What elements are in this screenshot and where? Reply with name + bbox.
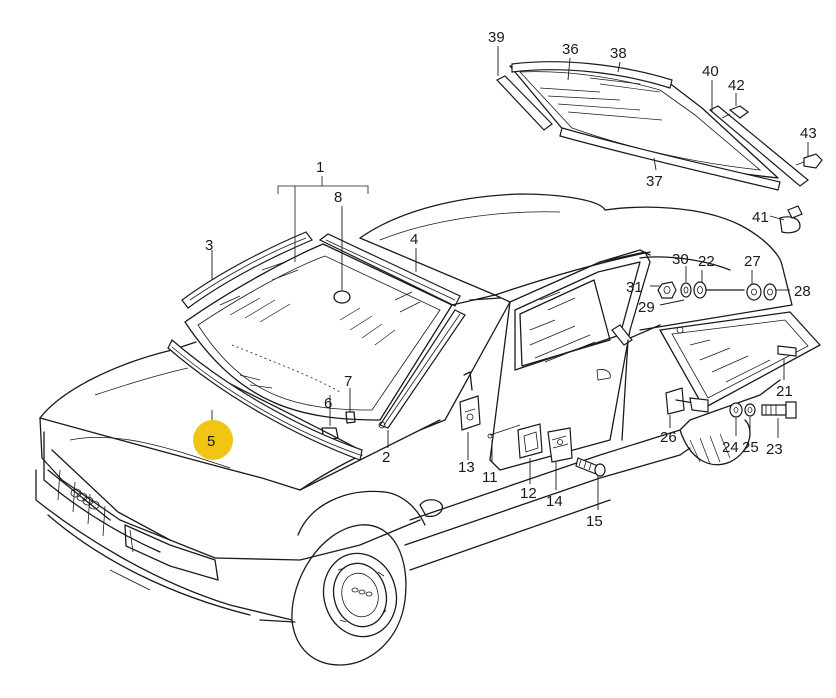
callout-label-23: 23 — [766, 441, 783, 458]
callout-label-26: 26 — [660, 429, 677, 446]
part-5-molding — [167, 339, 363, 461]
part-7-shape — [345, 411, 356, 424]
callout-label-27: 27 — [744, 253, 761, 270]
callout-label-13: 13 — [458, 459, 475, 476]
callout-label-41: 41 — [752, 209, 769, 226]
part-15-screw — [575, 457, 606, 477]
part-27-nut — [746, 283, 762, 301]
part-28-washer — [763, 283, 777, 301]
car-body — [35, 341, 781, 666]
callout-label-8: 8 — [334, 189, 342, 206]
part-3-molding — [181, 231, 313, 309]
callout-label-4: 4 — [410, 231, 418, 248]
callout-label-30: 30 — [672, 251, 689, 268]
part-4-molding — [318, 233, 461, 307]
part-23-bolt — [761, 401, 797, 419]
part-24-washer — [729, 402, 743, 418]
callout-label-39: 39 — [488, 29, 505, 46]
windshield — [184, 243, 453, 441]
callout-label-2: 2 — [382, 449, 390, 466]
callout-label-25: 25 — [742, 439, 759, 456]
callout-label-42: 42 — [728, 77, 745, 94]
callout-label-28: 28 — [794, 283, 811, 300]
callout-label-12: 12 — [520, 485, 537, 502]
callout-label-15: 15 — [586, 513, 603, 530]
callout-label-37: 37 — [646, 173, 663, 190]
callout-label-1: 1 — [316, 159, 324, 176]
part-25-washer — [744, 403, 756, 417]
callout-label-38: 38 — [610, 45, 627, 62]
leader-lines — [211, 46, 809, 510]
part-14-hinge — [547, 427, 573, 463]
callout-label-43: 43 — [800, 125, 817, 142]
door — [489, 249, 731, 471]
callout-label-14: 14 — [546, 493, 563, 510]
part-30-washer — [680, 282, 692, 298]
callout-label-7: 7 — [344, 373, 352, 390]
callout-label-21: 21 — [776, 383, 793, 400]
callout-label-36: 36 — [562, 41, 579, 58]
callout-label-3: 3 — [205, 237, 213, 254]
callout-label-11: 11 — [482, 469, 498, 486]
rear-window-assembly — [496, 61, 823, 234]
callout-label-40: 40 — [702, 63, 719, 80]
callout-5-highlight — [193, 420, 233, 460]
rear-wheel — [679, 419, 751, 466]
part-12-striker — [517, 423, 543, 459]
callout-label-24: 24 — [722, 439, 739, 456]
callout-label-29: 29 — [638, 299, 655, 316]
part-2-strip — [378, 309, 466, 429]
callout-label-31: 31 — [626, 279, 643, 296]
roof — [359, 193, 793, 331]
part-31-nut — [657, 281, 677, 299]
callout-label-5: 5 — [207, 433, 215, 450]
callout-label-22: 22 — [698, 253, 715, 270]
part-8-shape — [333, 290, 351, 304]
callout-labels: 1 2 3 4 5 6 7 8 11 12 13 14 15 21 22 23 … — [205, 29, 817, 530]
callout-label-6: 6 — [324, 395, 332, 412]
callout-1-bracket — [277, 176, 369, 262]
logo-rings — [70, 488, 100, 510]
part-22-washer — [693, 281, 707, 299]
part-26-bracket — [665, 387, 709, 415]
part-21-rear-window — [659, 311, 821, 409]
front-wheel — [291, 524, 407, 666]
part-13-bracket — [459, 371, 481, 431]
